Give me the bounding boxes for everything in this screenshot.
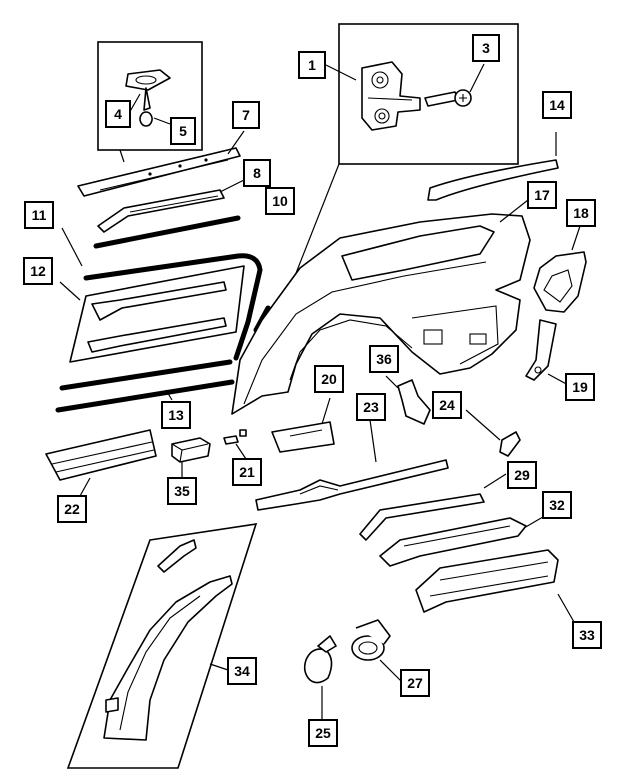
part-20-panel <box>271 421 335 453</box>
part-36-bracket <box>385 375 431 425</box>
callout-19-label: 19 <box>572 379 588 395</box>
callout-24: 24 <box>432 391 462 419</box>
callout-23: 23 <box>356 393 386 421</box>
callout-14-label: 14 <box>549 97 565 113</box>
callout-13-label: 13 <box>168 407 184 423</box>
callout-19: 19 <box>565 373 595 401</box>
part-14-molding <box>427 132 559 201</box>
callout-12: 12 <box>23 257 53 285</box>
quarter-panel <box>231 213 531 415</box>
callout-13: 13 <box>161 401 191 429</box>
callout-36-label: 36 <box>376 351 392 367</box>
callout-36: 36 <box>369 345 399 373</box>
part-12-panel <box>69 265 245 363</box>
callout-3-label: 3 <box>482 40 490 56</box>
part-19-bracket <box>525 319 571 387</box>
callout-18: 18 <box>566 199 596 227</box>
callout-10: 10 <box>265 187 295 215</box>
part-35-block <box>171 437 211 463</box>
callout-24-label: 24 <box>439 397 455 413</box>
callout-5-label: 5 <box>179 123 187 139</box>
callout-11: 11 <box>24 201 54 229</box>
callout-25-label: 25 <box>315 725 331 741</box>
callout-29: 29 <box>507 461 537 489</box>
callout-4: 4 <box>105 100 131 128</box>
callout-33-label: 33 <box>579 627 595 643</box>
callout-33: 33 <box>572 621 602 649</box>
part-23-rail <box>255 459 449 511</box>
callout-18-label: 18 <box>573 205 589 221</box>
callout-29-label: 29 <box>514 467 530 483</box>
callout-22: 22 <box>57 495 87 523</box>
part-18-housing <box>533 225 587 313</box>
part-8-rail <box>97 189 225 233</box>
callout-21-label: 21 <box>239 464 255 480</box>
callout-1-label: 1 <box>308 57 316 73</box>
callout-8: 8 <box>243 159 271 187</box>
part-34-inset <box>66 523 258 769</box>
callout-20: 20 <box>314 365 344 393</box>
part-22-sill <box>45 429 157 481</box>
callout-25: 25 <box>308 719 338 747</box>
callout-7: 7 <box>232 101 260 129</box>
callout-34-label: 34 <box>234 663 250 679</box>
part-33-panel <box>415 549 559 613</box>
callout-35: 35 <box>167 477 197 505</box>
callout-23-label: 23 <box>363 399 379 415</box>
callout-5: 5 <box>170 117 196 145</box>
callout-14: 14 <box>542 91 572 119</box>
callout-11-label: 11 <box>32 207 47 223</box>
part-11-seals <box>55 215 271 413</box>
part-7-rail <box>77 147 241 197</box>
callout-17-label: 17 <box>534 187 550 203</box>
callout-12-label: 12 <box>30 263 46 279</box>
part-21-clips <box>223 429 247 445</box>
callout-1: 1 <box>298 51 326 79</box>
callout-32: 32 <box>542 491 572 519</box>
callout-27-label: 27 <box>407 675 423 691</box>
callout-22-label: 22 <box>64 501 80 517</box>
callout-32-label: 32 <box>549 497 565 513</box>
callout-10-label: 10 <box>272 193 288 209</box>
callouts: 1 3 4 5 7 8 10 11 12 13 14 17 18 19 20 2… <box>23 34 602 747</box>
callout-34: 34 <box>227 657 257 685</box>
callout-8-label: 8 <box>253 165 261 181</box>
leader-lines <box>59 63 575 720</box>
callout-4-label: 4 <box>114 106 122 122</box>
part-32-rail <box>379 517 527 567</box>
callout-20-label: 20 <box>321 371 337 387</box>
callout-7-label: 7 <box>242 107 250 123</box>
callout-21: 21 <box>232 458 262 486</box>
part-29-rail <box>359 493 485 541</box>
part-25-door <box>303 635 337 684</box>
callout-3: 3 <box>472 34 500 62</box>
callout-17: 17 <box>527 181 557 209</box>
callout-35-label: 35 <box>174 483 190 499</box>
part-24-clip <box>465 409 521 457</box>
part-27-housing <box>351 619 391 661</box>
callout-27: 27 <box>400 669 430 697</box>
